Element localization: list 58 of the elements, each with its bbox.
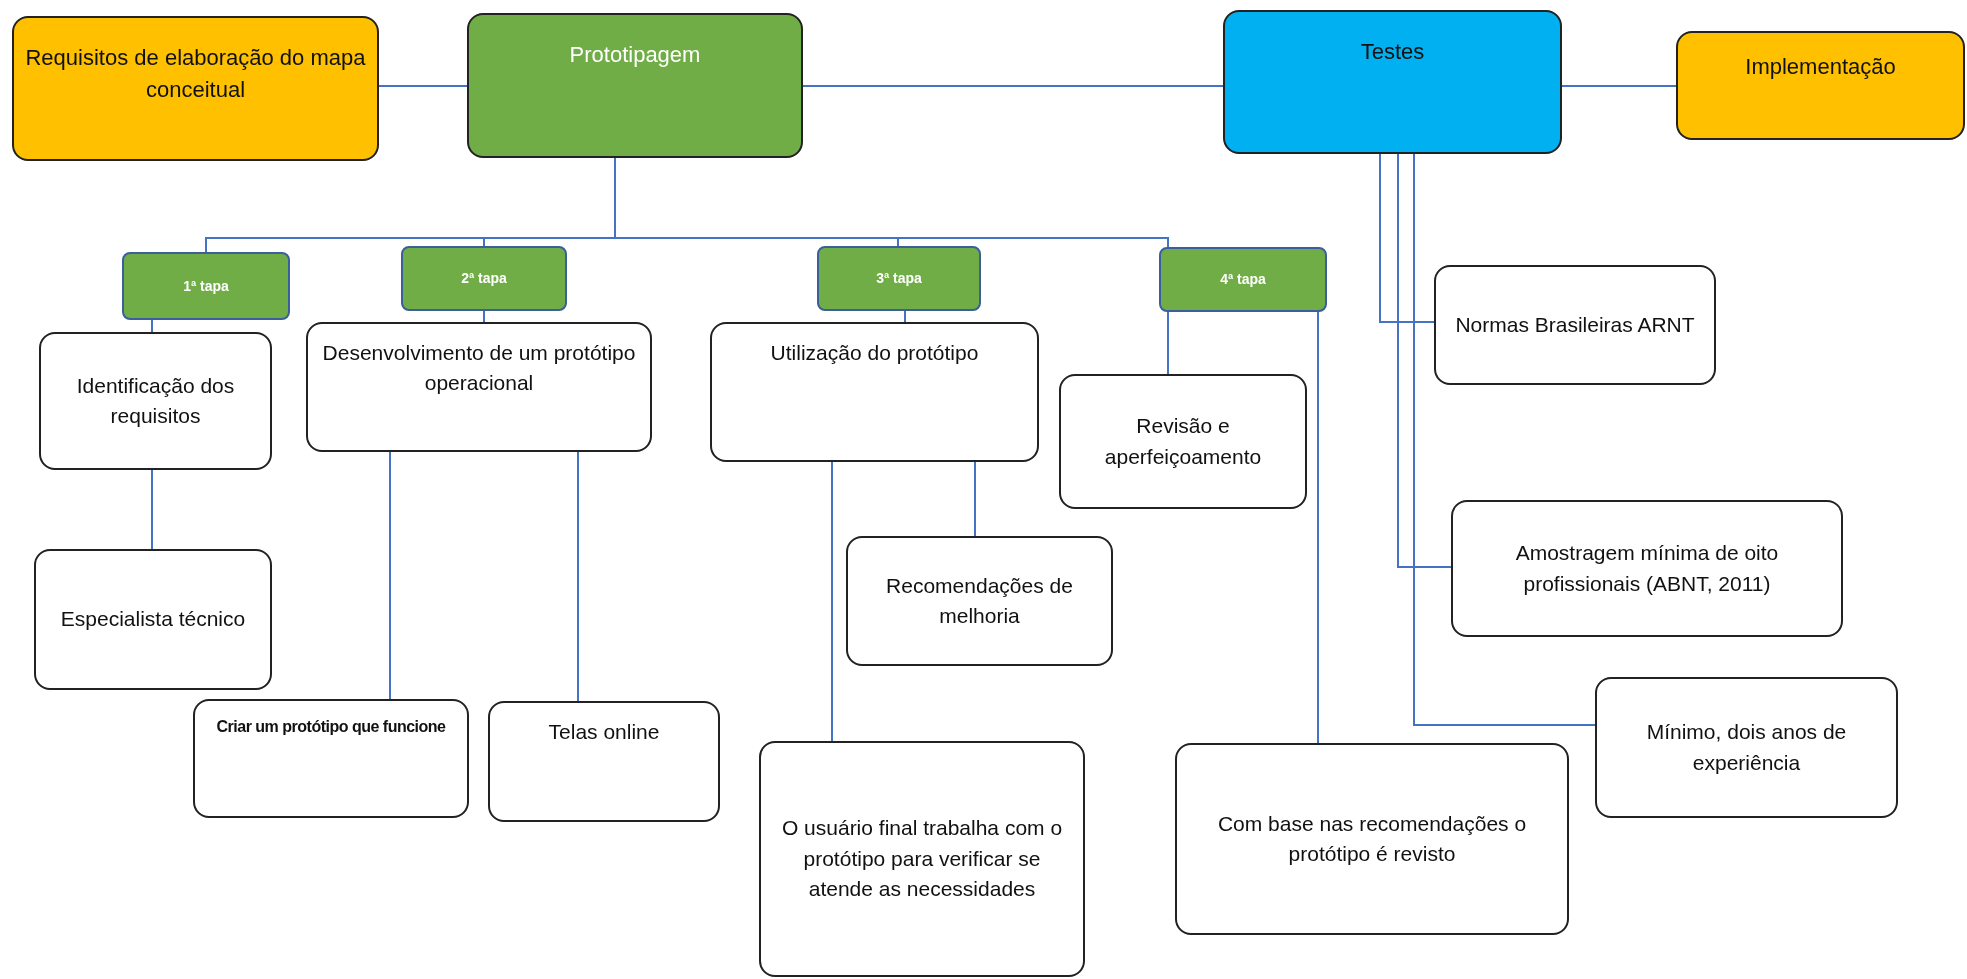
- connector-line: [389, 451, 391, 700]
- node-label: Criar um protótipo que funcione: [216, 717, 446, 737]
- node-label: Recomendações de melhoria: [885, 572, 1074, 629]
- stage-box: [1159, 247, 1327, 312]
- connector-line: [904, 310, 906, 323]
- node-label: Identificação dos requisitos: [75, 372, 236, 429]
- node-label: Implementação: [1745, 53, 1896, 81]
- process-box: [12, 16, 379, 161]
- concept-box: [193, 699, 469, 818]
- connector-line: [1561, 85, 1677, 87]
- connector-line: [378, 85, 468, 87]
- connector-line: [1379, 153, 1435, 323]
- stage-box: [401, 246, 567, 311]
- node-label: 3ª tapa: [876, 269, 922, 289]
- concept-box: [1451, 500, 1843, 637]
- node-label: 2ª tapa: [461, 269, 507, 289]
- concept-box: [306, 322, 652, 452]
- process-box: [1223, 10, 1562, 154]
- concept-box: [1059, 374, 1307, 509]
- node-label: Desenvolvimento de um protótipo operacional: [321, 340, 637, 397]
- connector-line: [831, 461, 833, 742]
- connector-line: [1397, 153, 1452, 568]
- node-label: 4ª tapa: [1220, 270, 1266, 290]
- node-label: O usuário final trabalha com o protótipo para verificar se atende as necessidades: [780, 815, 1064, 903]
- concept-box: [39, 332, 272, 470]
- node-label: Com base nas recomendações o protótipo é revisto: [1216, 810, 1528, 867]
- connector-line: [577, 451, 579, 702]
- connector-line: [151, 469, 153, 550]
- node-label: Normas Brasileiras ARNT: [1455, 311, 1695, 338]
- node-label: Especialista técnico: [60, 606, 246, 633]
- concept-box: [488, 701, 720, 822]
- connector-line: [1413, 153, 1596, 726]
- concept-box: [1175, 743, 1569, 935]
- concept-box: [1434, 265, 1716, 385]
- connector-line: [802, 85, 1224, 87]
- process-box: [467, 13, 803, 158]
- node-label: Testes: [1360, 38, 1425, 66]
- node-label: Revisão e aperfeiçoamento: [1103, 413, 1263, 470]
- concept-box: [1595, 677, 1898, 818]
- node-label: Mínimo, dois anos de experiência: [1645, 719, 1848, 776]
- connector-line: [483, 310, 485, 323]
- node-label: Requisitos de elaboração do mapa conceitual: [24, 44, 367, 104]
- node-label: Telas online: [548, 719, 660, 745]
- concept-box: [710, 322, 1039, 462]
- concept-box: [759, 741, 1085, 977]
- connector-line: [151, 319, 153, 333]
- process-box: [1676, 31, 1965, 140]
- node-label: 1ª tapa: [183, 276, 229, 296]
- concept-box: [846, 536, 1113, 666]
- connector-line: [1317, 311, 1319, 744]
- node-label: Prototipagem: [569, 41, 701, 69]
- concept-box: [34, 549, 272, 690]
- stage-box: [817, 246, 981, 311]
- node-label: Amostragem mínima de oito profissionais (ABNT, 2011): [1514, 540, 1780, 597]
- connector-line: [974, 461, 976, 537]
- connector-line: [1167, 311, 1169, 375]
- stage-box: [122, 252, 290, 320]
- node-label: Utilização do protótipo: [770, 340, 979, 366]
